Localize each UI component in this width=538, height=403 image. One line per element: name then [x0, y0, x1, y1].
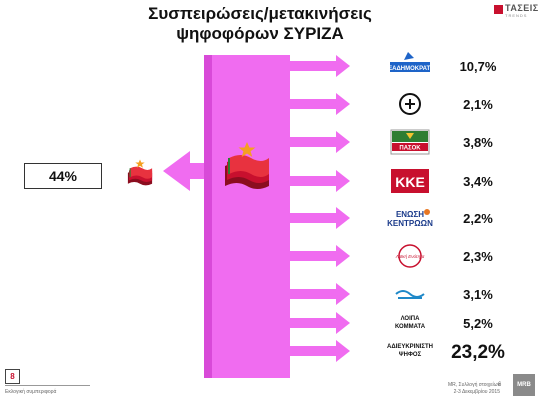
footer-source-line1: MR, Συλλογή στοιχείων [447, 382, 500, 388]
central-column-shade [204, 55, 212, 378]
ek-logo-text-2: ΚΕΝΤΡΩΩΝ [387, 219, 433, 228]
central-column [204, 55, 290, 378]
value-label-2: 2,1% [463, 97, 493, 112]
flow-arrow-7 [290, 283, 350, 305]
row-label-9: ΑΔΙΕΥΚΡΙΝΙΣΤΗ ΨΗΦΟΣ [380, 343, 440, 359]
flow-arrow-6 [290, 245, 350, 267]
brand-name: ΤΑΣΕΙΣ [505, 3, 538, 13]
nd-banner [390, 62, 430, 72]
pasok-red [392, 143, 428, 151]
flow-arrow-5 [290, 207, 350, 229]
value-label-1: 10,7% [460, 59, 497, 74]
flow-arrow-3 [290, 131, 350, 153]
brand-subname: TRENDS [505, 13, 528, 18]
row-label-9-line-1: ΑΔΙΕΥΚΡΙΝΙΣΤΗ [387, 344, 433, 350]
value-label-3: 3,8% [463, 135, 493, 150]
slide-number: 8 [5, 369, 20, 384]
value-label-9: 23,2% [451, 342, 505, 363]
row-label-9-line-2: ΨΗΦΟΣ [398, 352, 422, 358]
chart-title-line2: ψηφοφόρων ΣΥΡΙΖΑ [176, 24, 344, 43]
potami-wave-icon [395, 290, 425, 298]
footer-section: Εκλογική συμπεριφορά [5, 389, 57, 395]
footer-page-number: 6 [498, 382, 502, 388]
row-label-8-line-1: ΛΟΙΠΑ [400, 316, 420, 322]
retained-arrow [163, 151, 204, 191]
nd-flame-icon [404, 52, 414, 60]
kke-logo [391, 169, 429, 193]
retained-share-box: 44% [24, 163, 102, 189]
ek-logo-text-1: ΕΝΩΣΗ [396, 210, 424, 219]
le-logo-text: Λαϊκή Ενότητα [395, 253, 425, 259]
potami-logo [398, 297, 422, 299]
ek-dot-icon [424, 209, 430, 215]
footer-divider [5, 385, 90, 386]
pasok-sun-icon [406, 133, 414, 139]
brand-logo: ΤΑΣΕΙΣ TRENDS [494, 3, 538, 19]
le-logo [398, 244, 422, 268]
pasok-logo-text: ΠΑΣΟΚ [399, 146, 421, 152]
value-label-5: 2,2% [463, 211, 493, 226]
row-label-8-line-2: ΚΟΜΜΑΤΑ [394, 324, 426, 330]
xa-meander-icon [405, 99, 415, 109]
row-label-8: ΛΟΙΠΑ ΚΟΜΜΑΤΑ [380, 315, 440, 331]
retained-share-label: 44% [48, 168, 78, 184]
footer-source-line2: 2-3 Δεκεμβρίου 2015 [453, 389, 500, 395]
brand-mark-icon [494, 5, 503, 14]
mrb-logo: MRB [513, 374, 535, 396]
footer-source: MR, Συλλογή στοιχείων 2-3 Δεκεμβρίου 201… [400, 382, 500, 396]
value-label-7: 3,1% [463, 287, 493, 302]
kke-logo-text: ΚΚΕ [395, 174, 425, 190]
flow-arrow-9 [290, 340, 350, 362]
flow-arrow-2 [290, 93, 350, 115]
flow-arrow-8 [290, 312, 350, 334]
syriza-center-logo [225, 142, 269, 189]
flow-arrow-1 [290, 55, 350, 77]
value-label-4: 3,4% [463, 174, 493, 189]
syriza-left-logo [127, 159, 153, 186]
value-label-6: 2,3% [463, 249, 493, 264]
flow-arrow-4 [290, 170, 350, 192]
value-label-8: 5,2% [463, 316, 493, 331]
chart-title-line1: Συσπειρώσεις/μετακινήσεις [148, 4, 372, 23]
nd-logo-text: ΝΕΑΔΗΜΟΚΡΑΤΙΑ [384, 66, 437, 72]
